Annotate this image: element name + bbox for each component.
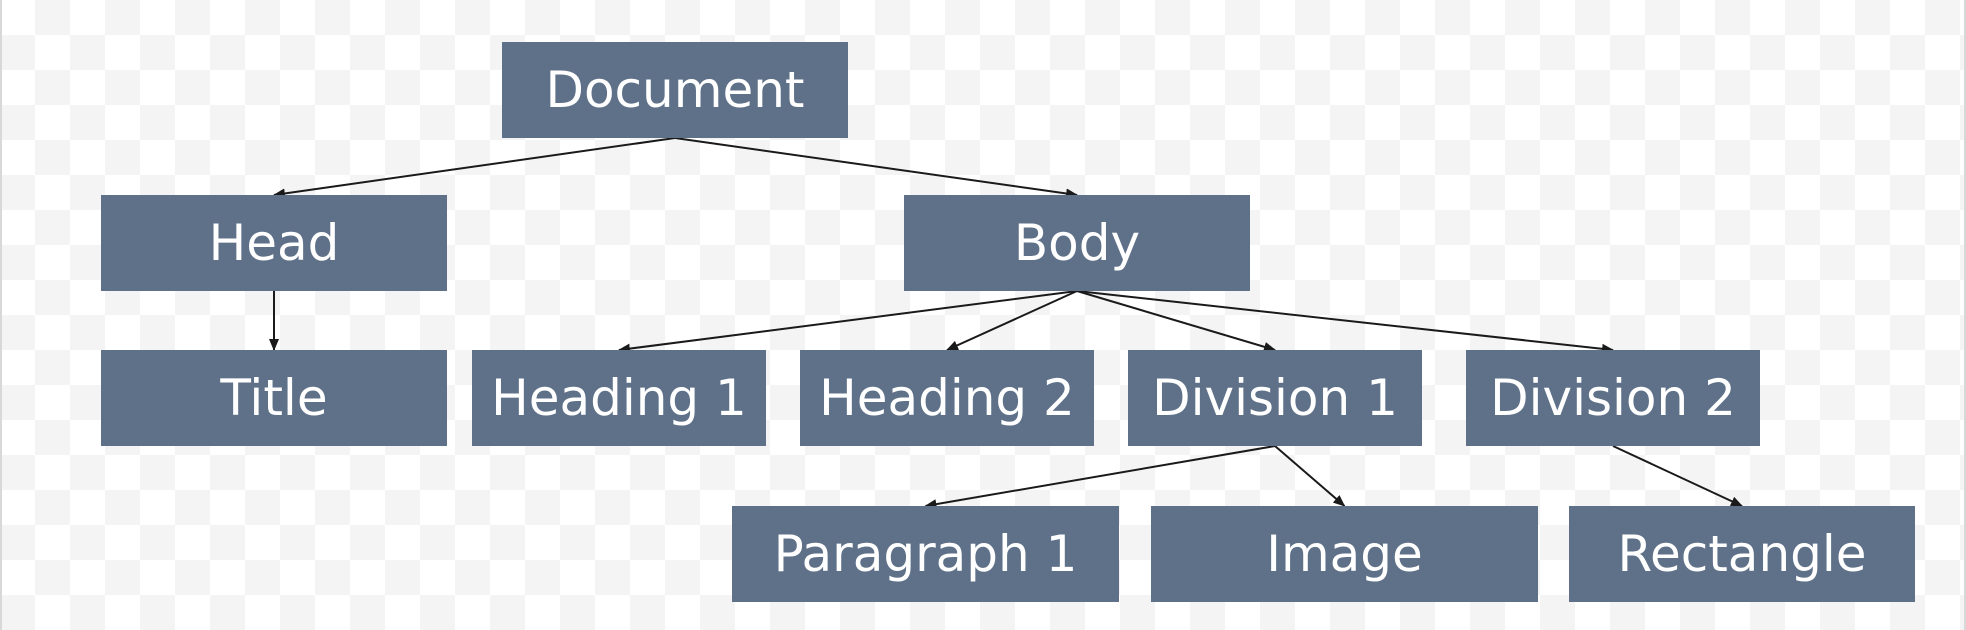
node-paragraph-1[interactable]: Paragraph 1 <box>732 506 1119 602</box>
edge-division2-to-rectangle <box>1612 445 1743 507</box>
edge-body-to-division2 <box>1076 290 1614 354</box>
node-heading-2[interactable]: Heading 2 <box>800 350 1094 446</box>
node-division-1[interactable]: Division 1 <box>1128 350 1422 446</box>
canvas-border-left <box>0 0 2 630</box>
node-image[interactable]: Image <box>1151 506 1538 602</box>
node-rectangle[interactable]: Rectangle <box>1569 506 1915 602</box>
edge-body-to-heading1 <box>618 290 1078 354</box>
edge-division1-to-paragraph1 <box>924 445 1276 510</box>
edge-body-to-heading2 <box>946 290 1078 351</box>
edge-body-to-division1 <box>1076 290 1276 352</box>
node-document[interactable]: Document <box>502 42 848 138</box>
edge-division1-to-image <box>1274 445 1346 507</box>
canvas-border-right <box>1964 0 1966 630</box>
node-title[interactable]: Title <box>101 350 447 446</box>
node-heading-1[interactable]: Heading 1 <box>472 350 766 446</box>
node-body[interactable]: Body <box>904 195 1250 291</box>
edge-document-to-head <box>273 137 676 199</box>
edge-document-to-body <box>674 137 1078 199</box>
node-head[interactable]: Head <box>101 195 447 291</box>
node-division-2[interactable]: Division 2 <box>1466 350 1760 446</box>
